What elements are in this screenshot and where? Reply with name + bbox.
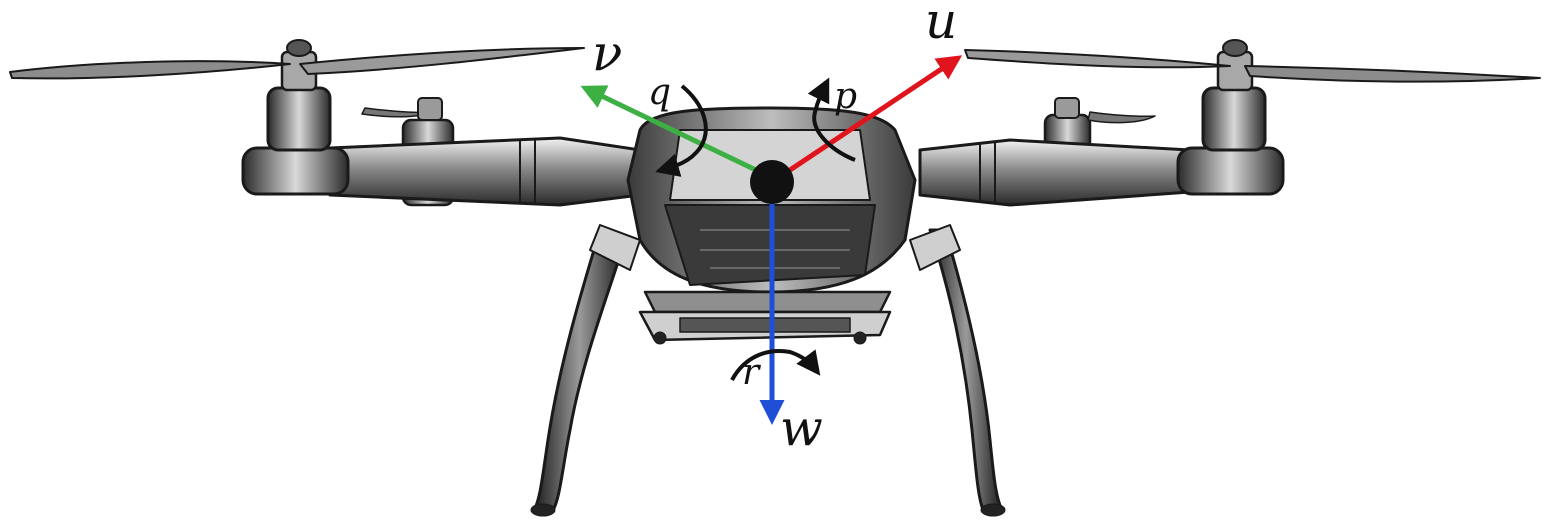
drone-illustration <box>9 39 1541 517</box>
axis-labels: u ν w p q r <box>592 0 957 457</box>
p-rotation-arrow <box>807 77 856 162</box>
center-of-mass-dot <box>750 160 794 204</box>
r-rotation-label: r <box>742 352 761 393</box>
front-arms <box>328 136 1192 207</box>
r-rotation-arrow <box>730 349 821 381</box>
v-axis-label: ν <box>592 24 622 82</box>
propellers <box>9 47 1541 83</box>
q-rotation-label: q <box>648 72 671 113</box>
q-rotation-arrow <box>655 84 708 177</box>
u-axis-label: u <box>925 0 957 50</box>
p-rotation-label: p <box>834 76 857 117</box>
front-motors <box>241 39 1285 196</box>
gimbal-plate <box>638 290 892 345</box>
body-axes <box>580 55 963 425</box>
w-axis-label: w <box>780 399 823 457</box>
rotation-arrows <box>655 77 856 381</box>
u-axis-arrow <box>788 55 963 173</box>
landing-gear <box>530 224 1006 517</box>
v-axis-arrow <box>580 85 762 175</box>
